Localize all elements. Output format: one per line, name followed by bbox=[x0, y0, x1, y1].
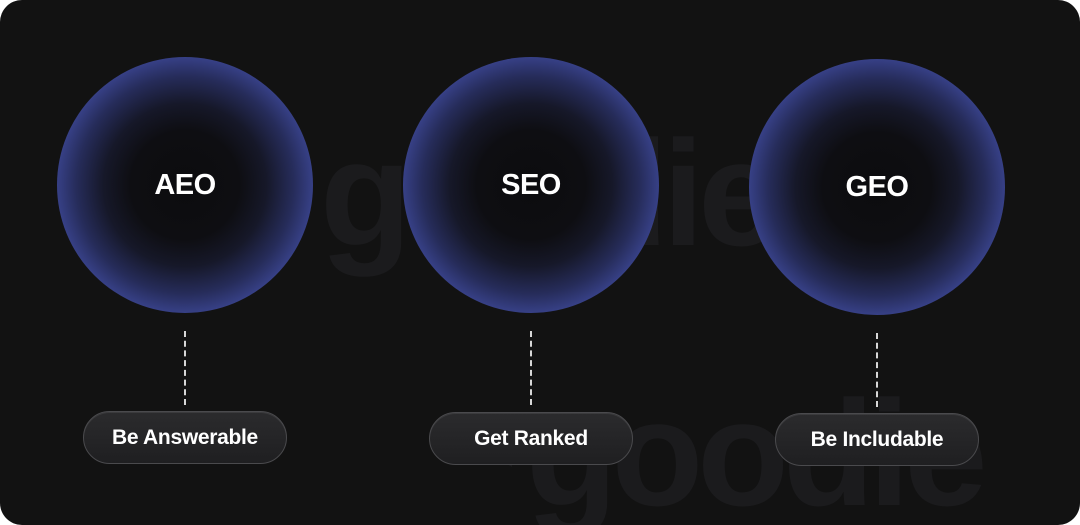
circle-label-seo: SEO bbox=[501, 168, 561, 201]
pill-get-ranked: Get Ranked bbox=[429, 412, 633, 465]
pill-be-answerable: Be Answerable bbox=[83, 411, 287, 464]
pill-be-includable: Be Includable bbox=[775, 413, 979, 466]
circle-aeo: AEO bbox=[57, 57, 313, 313]
circle-geo: GEO bbox=[749, 59, 1005, 315]
circle-label-geo: GEO bbox=[845, 170, 909, 203]
column-geo: GEO Be Includable bbox=[749, 0, 1009, 525]
pill-label-seo: Get Ranked bbox=[474, 426, 588, 450]
dashed-connector-seo bbox=[530, 331, 532, 405]
pill-label-geo: Be Includable bbox=[810, 427, 944, 451]
circle-seo: SEO bbox=[403, 57, 659, 313]
pill-label-aeo: Be Answerable bbox=[112, 425, 258, 449]
column-aeo: AEO Be Answerable bbox=[57, 0, 317, 525]
column-seo: SEO Get Ranked bbox=[403, 0, 663, 525]
circle-label-aeo: AEO bbox=[154, 168, 216, 201]
dashed-connector-geo bbox=[876, 333, 878, 407]
dashed-connector-aeo bbox=[184, 331, 186, 405]
